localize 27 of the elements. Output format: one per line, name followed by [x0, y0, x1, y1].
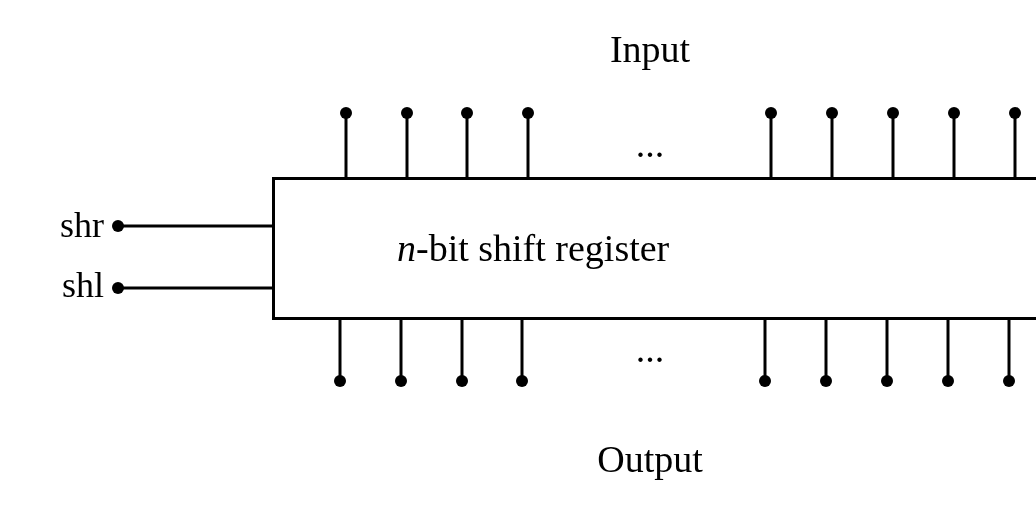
pin-line	[401, 107, 413, 177]
pin-line	[759, 320, 771, 387]
pin-line	[516, 320, 528, 387]
pin-line	[820, 320, 832, 387]
pin-line	[112, 220, 272, 232]
register-box: n-bit shift register	[272, 177, 1036, 320]
signal-label: shl	[8, 264, 104, 306]
ellipsis: ...	[634, 330, 666, 368]
signal-label: shr	[8, 204, 104, 246]
pin-line	[881, 320, 893, 387]
pin-line	[765, 107, 777, 177]
bus-label: Output	[596, 440, 704, 478]
pin-line	[395, 320, 407, 387]
pin-line	[334, 320, 346, 387]
pin-line	[522, 107, 534, 177]
pin-line	[942, 320, 954, 387]
pin-line	[112, 282, 272, 294]
ellipsis: ...	[634, 125, 666, 163]
pin-line	[887, 107, 899, 177]
bus-label: Input	[608, 30, 692, 68]
pin-line	[340, 107, 352, 177]
pin-line	[461, 107, 473, 177]
pin-line	[456, 320, 468, 387]
pin-line	[948, 107, 960, 177]
pin-line	[1003, 320, 1015, 387]
pin-line	[1009, 107, 1021, 177]
pin-line	[826, 107, 838, 177]
